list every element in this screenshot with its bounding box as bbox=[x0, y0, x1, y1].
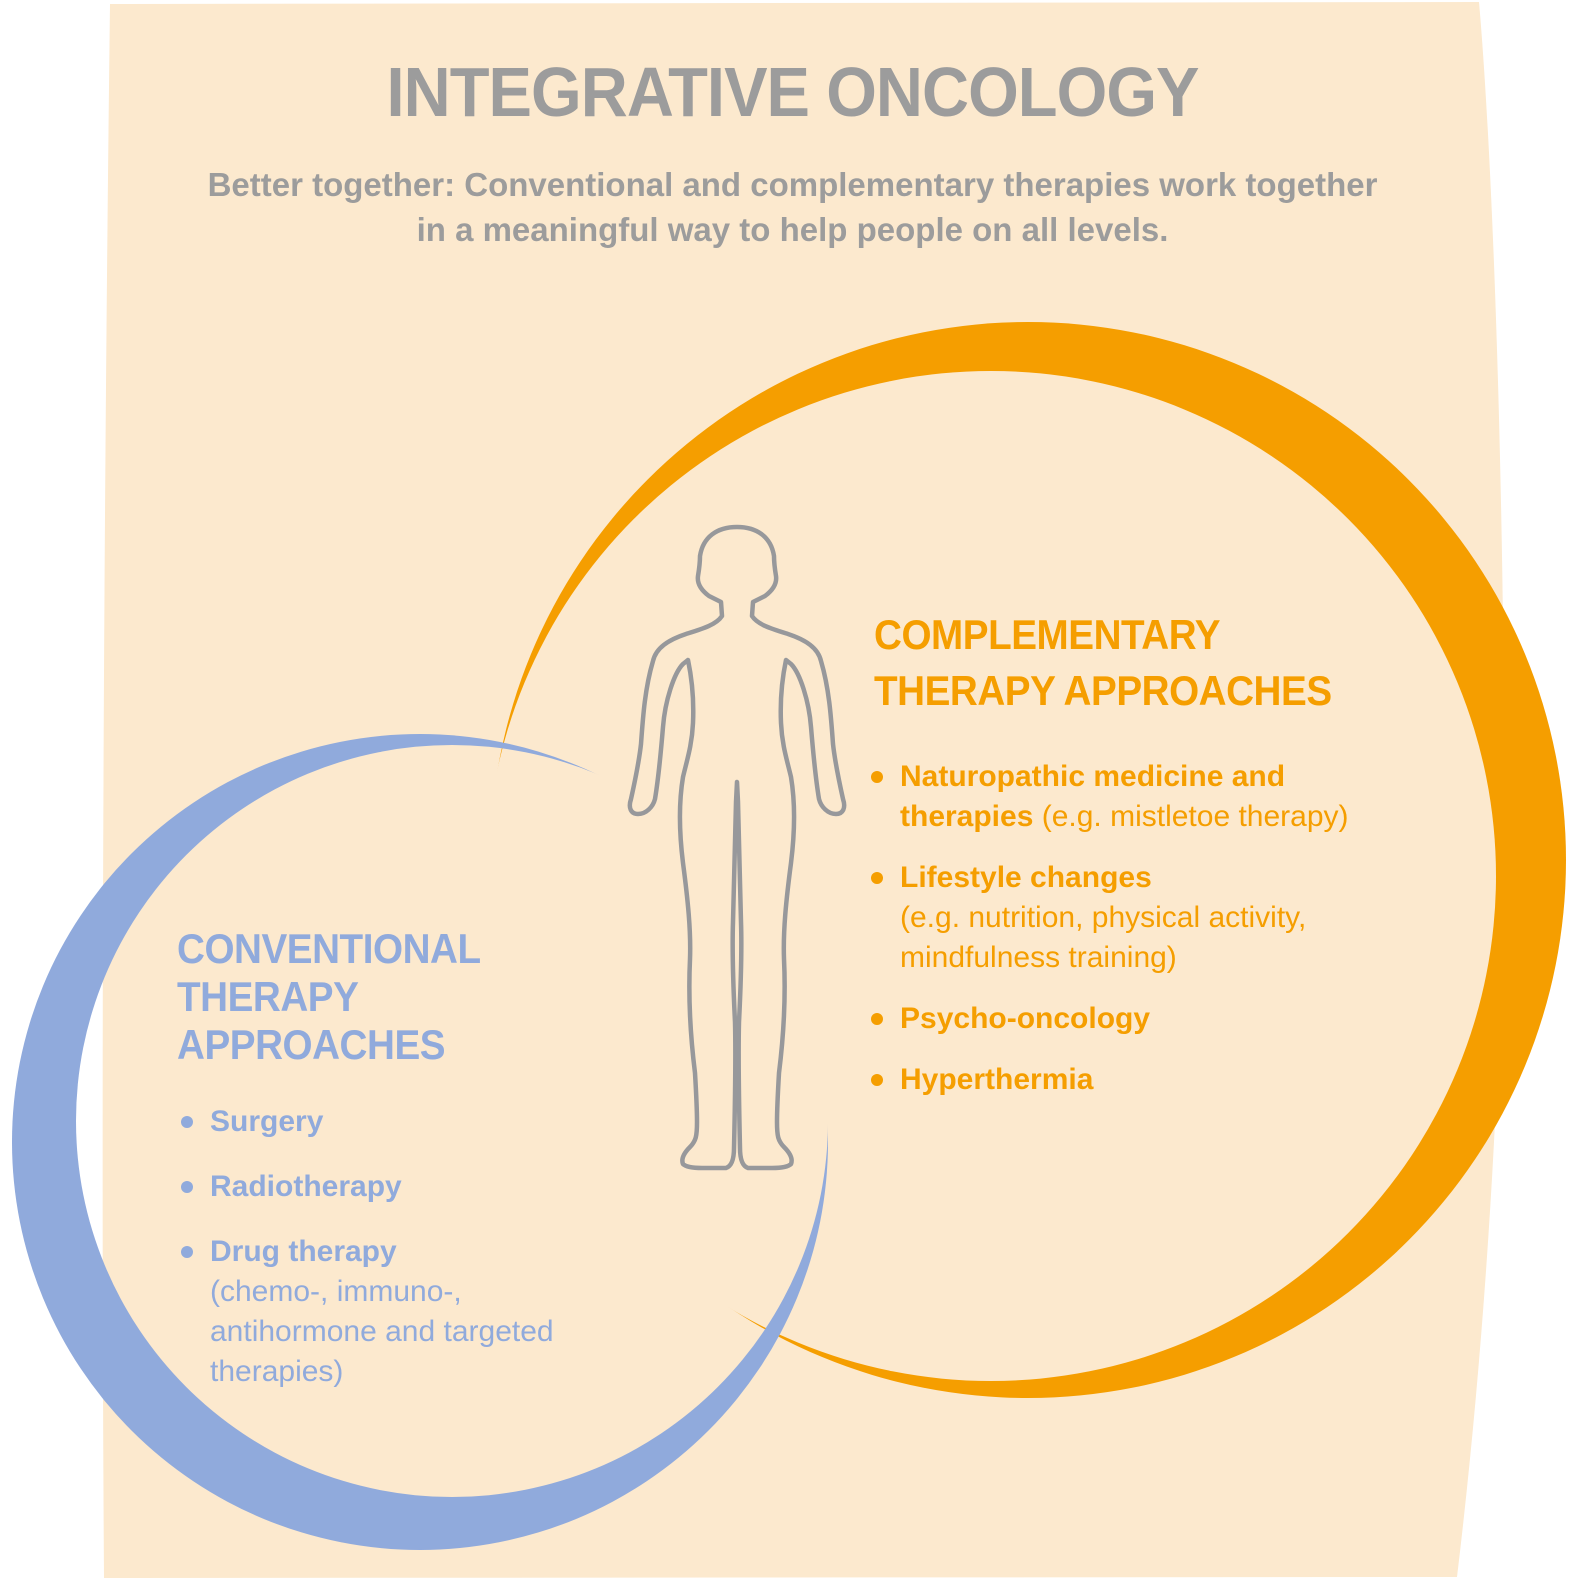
bullet-text-segment: (chemo-, immuno-, antihormone and target… bbox=[210, 1275, 554, 1388]
bullet-dot-icon bbox=[181, 1116, 193, 1128]
page-subtitle: Better together: Conventional and comple… bbox=[0, 162, 1585, 252]
bullet-text-segment: Hyperthermia bbox=[900, 1063, 1094, 1096]
list-item: Naturopathic medicine and therapies (e.g… bbox=[871, 757, 1401, 837]
list-item: Drug therapy (chemo-, immuno-, antihormon… bbox=[181, 1232, 631, 1392]
bullet-text: Psycho-oncology bbox=[900, 999, 1401, 1039]
complementary-panel-heading: COMPLEMENTARY THERAPY APPROACHES bbox=[874, 607, 1332, 719]
bullet-text: Naturopathic medicine and therapies (e.g… bbox=[900, 757, 1401, 837]
bullet-text: Drug therapy (chemo-, immuno-, antihormon… bbox=[210, 1232, 631, 1392]
bullet-text: Lifestyle changes (e.g. nutrition, physic… bbox=[900, 858, 1401, 978]
conventional-ring bbox=[12, 734, 828, 1550]
list-item: Lifestyle changes (e.g. nutrition, physic… bbox=[871, 858, 1401, 978]
bullet-dot-icon bbox=[871, 1013, 883, 1025]
list-item: Surgery bbox=[181, 1102, 631, 1142]
bullet-dot-icon bbox=[871, 1074, 883, 1086]
bullet-dot-icon bbox=[871, 771, 883, 783]
list-item: Hyperthermia bbox=[871, 1060, 1401, 1100]
bullet-dot-icon bbox=[181, 1181, 193, 1193]
bullet-text-segment: Lifestyle changes bbox=[900, 861, 1152, 894]
complementary-heading-line-1: COMPLEMENTARY bbox=[874, 611, 1221, 658]
bullet-text-segment: Psycho-oncology bbox=[900, 1002, 1151, 1035]
bullet-text: Surgery bbox=[210, 1102, 631, 1142]
bullet-dot-icon bbox=[871, 872, 883, 884]
list-item: Radiotherapy bbox=[181, 1167, 631, 1207]
bullet-text-segment: (e.g. mistletoe therapy) bbox=[1033, 800, 1349, 833]
conventional-heading-line-3: APPROACHES bbox=[177, 1021, 446, 1068]
conventional-panel-heading: CONVENTIONAL THERAPY APPROACHES bbox=[177, 925, 481, 1069]
complementary-bullet-list: Naturopathic medicine and therapies (e.g… bbox=[871, 757, 1401, 1121]
complementary-heading-line-2: THERAPY APPROACHES bbox=[874, 667, 1332, 714]
bullet-dot-icon bbox=[181, 1246, 193, 1258]
bullet-text-segment: Radiotherapy bbox=[210, 1170, 402, 1203]
bullet-text-segment: Surgery bbox=[210, 1105, 324, 1138]
conventional-heading-line-2: THERAPY bbox=[177, 973, 359, 1020]
bullet-text-segment: (e.g. nutrition, physical activity, mind… bbox=[900, 901, 1307, 974]
bullet-text: Hyperthermia bbox=[900, 1060, 1401, 1100]
bullet-text: Radiotherapy bbox=[210, 1167, 631, 1207]
subtitle-line-1: Better together: Conventional and comple… bbox=[207, 166, 1378, 203]
human-body-outline-icon bbox=[627, 524, 847, 1171]
conventional-heading-line-1: CONVENTIONAL bbox=[177, 925, 481, 972]
subtitle-line-2: in a meaningful way to help people on al… bbox=[416, 211, 1169, 248]
bullet-text-segment: Drug therapy bbox=[210, 1235, 397, 1268]
bullet-text-segment: Naturopathic medicine and therapies bbox=[900, 760, 1286, 833]
list-item: Psycho-oncology bbox=[871, 999, 1401, 1039]
page-title: INTEGRATIVE ONCOLOGY bbox=[386, 53, 1199, 131]
